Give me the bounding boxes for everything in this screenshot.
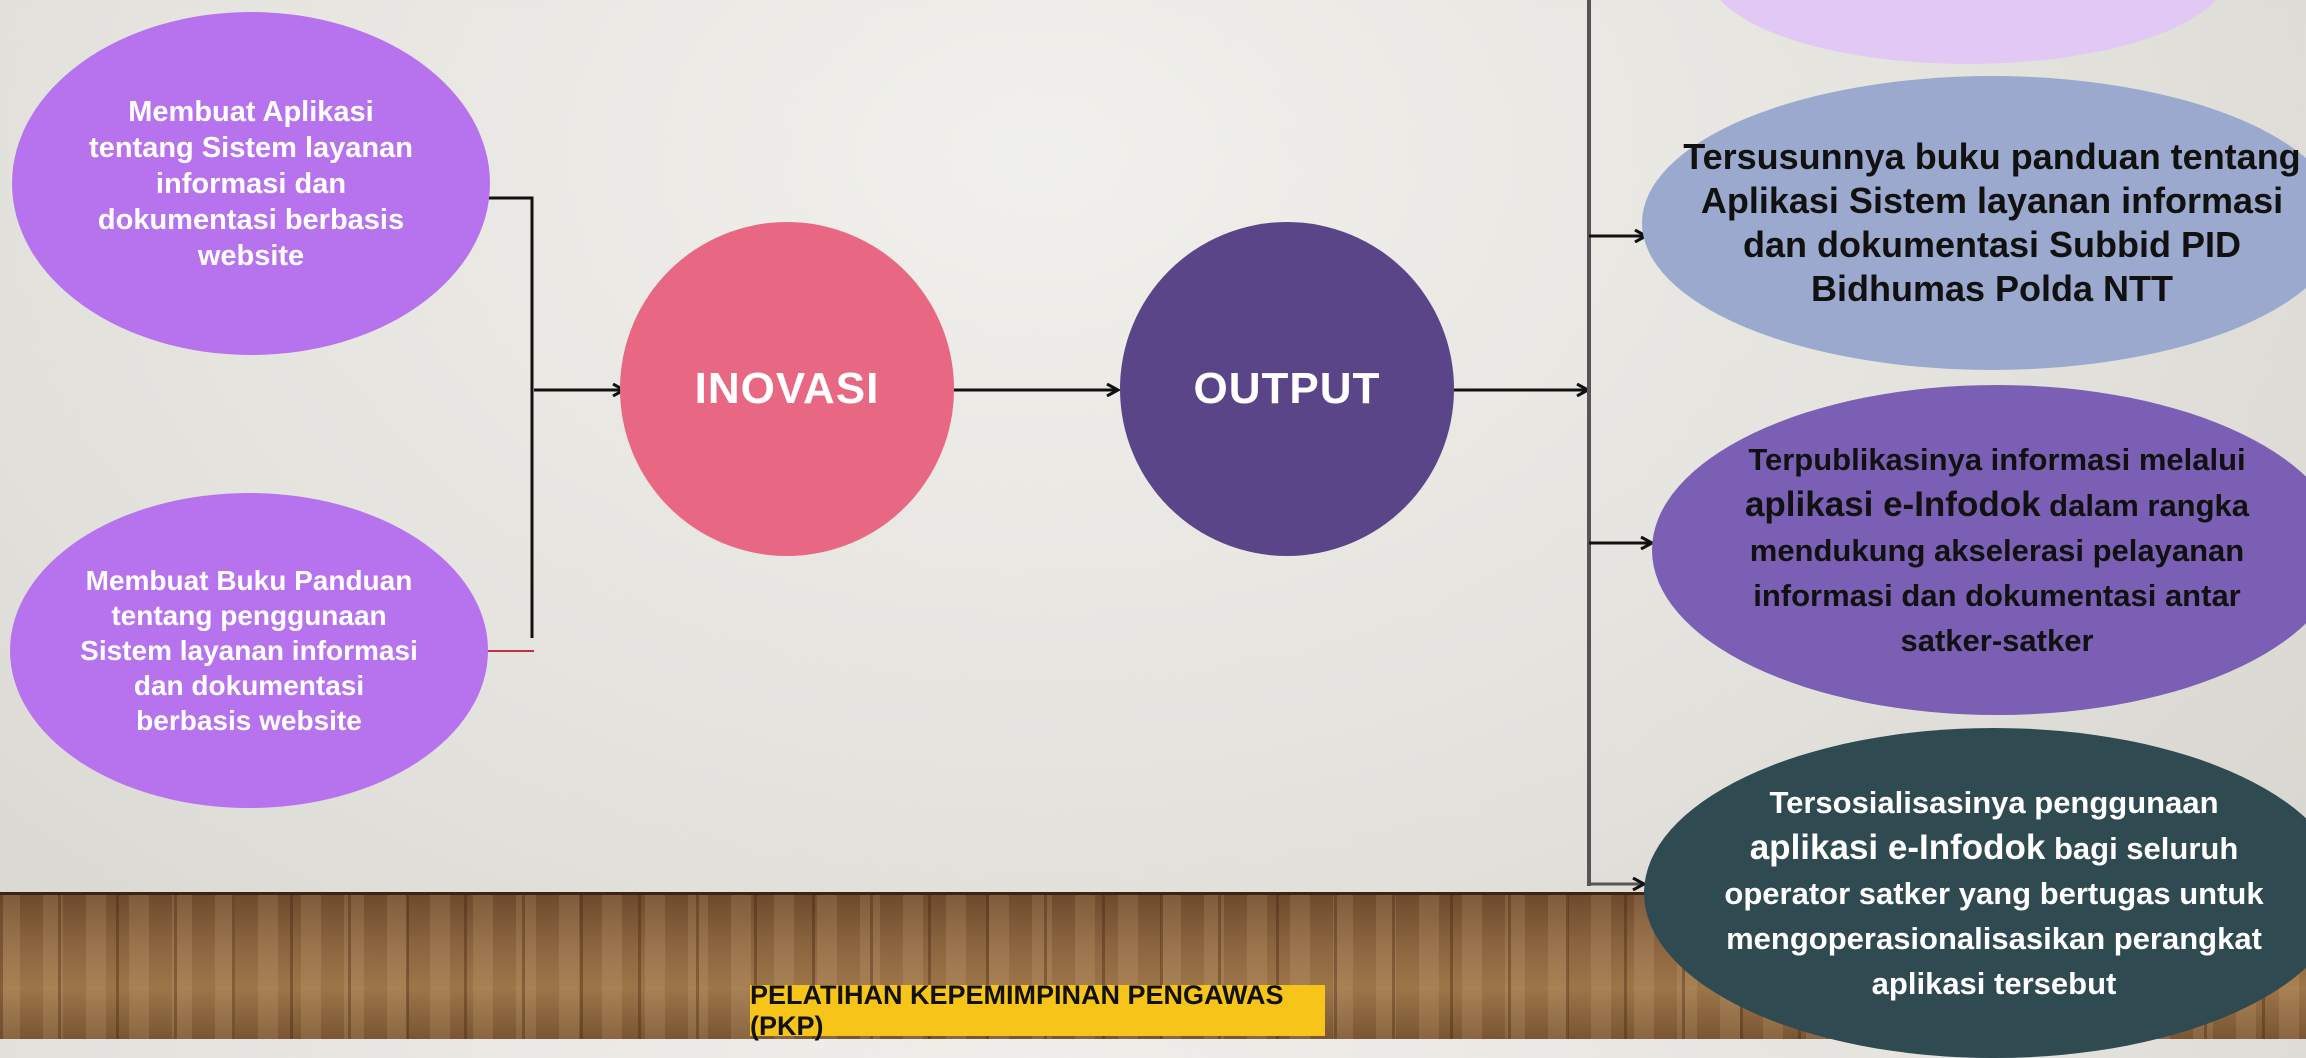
- result-text-buku-panduan: Tersusunnya buku panduan tentang Aplikas…: [1683, 136, 2301, 309]
- output-label: OUTPUT: [1193, 364, 1381, 413]
- input-text-aplikasi: Membuat Aplikasi tentang Sistem layanan …: [89, 95, 413, 272]
- input-ellipse-aplikasi: Membuat Aplikasi tentang Sistem layanan …: [12, 12, 490, 355]
- result-ellipse-sosialisasi: Tersosialisasinya penggunaan aplikasi e-…: [1644, 728, 2306, 1058]
- result-text-publikasi-emph: aplikasi e-Infodok: [1744, 485, 2041, 524]
- input-bracket-top: [478, 196, 534, 638]
- result-text-publikasi: Terpublikasinya informasi melalui aplika…: [1712, 437, 2282, 663]
- result-text-sosialisasi-pre: Tersosialisasinya penggunaan: [1769, 785, 2219, 820]
- input-text-buku-panduan: Membuat Buku Panduan tentang penggunaan …: [80, 565, 418, 736]
- inovasi-label: INOVASI: [694, 364, 880, 413]
- input-ellipse-buku-panduan: Membuat Buku Panduan tentang penggunaan …: [10, 493, 488, 808]
- inovasi-circle: INOVASI: [620, 222, 954, 556]
- result-ellipse-buku-panduan: Tersusunnya buku panduan tentang Aplikas…: [1642, 76, 2306, 370]
- connector-lines: [478, 0, 2306, 1036]
- footer-text: PELATIHAN KEPEMIMPINAN PENGAWAS (PKP): [750, 979, 1284, 1041]
- result-text-publikasi-post: dalam rangka mendukung akselerasi pelaya…: [1749, 488, 2250, 658]
- result-text-sosialisasi-emph: aplikasi e-Infodok: [1749, 828, 2046, 867]
- result-text-sosialisasi-post: bagi seluruh operator satker yang bertug…: [1724, 831, 2264, 1001]
- result-ellipse-publikasi: Terpublikasinya informasi melalui aplika…: [1652, 385, 2306, 715]
- output-circle: OUTPUT: [1120, 222, 1454, 556]
- footer-banner: PELATIHAN KEPEMIMPINAN PENGAWAS (PKP): [750, 980, 1325, 1041]
- result-text-publikasi-pre: Terpublikasinya informasi melalui: [1748, 442, 2246, 477]
- result-text-sosialisasi: Tersosialisasinya penggunaan aplikasi e-…: [1704, 780, 2284, 1006]
